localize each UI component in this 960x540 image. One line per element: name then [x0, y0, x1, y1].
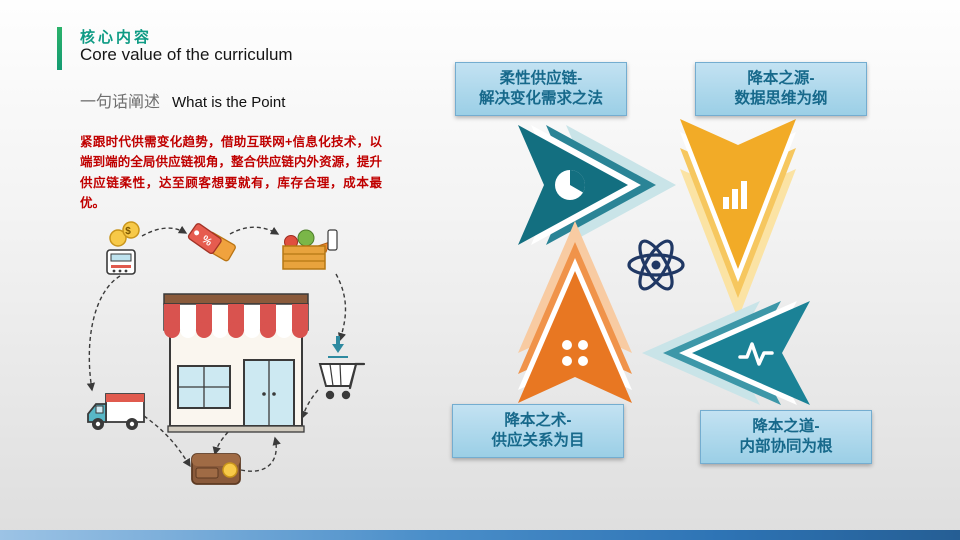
page-title-en: Core value of the curriculum	[80, 45, 293, 64]
atom-icon	[627, 239, 685, 291]
intro-label-en: What is the Point	[172, 94, 286, 111]
diagram-label-cost-way: 降本之道- 内部协同为根	[700, 410, 872, 464]
diagram-label-cost-technique: 降本之术- 供应关系为目	[452, 404, 624, 458]
label-line2: 数据思维为纲	[734, 90, 828, 107]
label-line2: 解决变化需求之法	[478, 90, 603, 107]
pie-chart-icon	[555, 170, 586, 200]
diagram-label-flexible-supply-chain: 柔性供应链- 解决变化需求之法	[455, 62, 627, 116]
bottom-accent-bar	[0, 530, 960, 540]
label-line1: 降本之术-	[504, 411, 572, 429]
accent-bar	[57, 27, 62, 70]
arrow-left-teal	[642, 301, 810, 405]
awning-scallops	[164, 322, 308, 338]
arrow-down-yellow	[680, 119, 796, 319]
price-tag-icon: %	[187, 223, 236, 262]
supply-chain-illustration: $ %	[86, 221, 366, 485]
svg-text:$: $	[125, 226, 131, 237]
intro-label-zh: 一句话阐述	[80, 94, 161, 111]
body-paragraph: 紧跟时代供需变化趋势，借助互联网+信息化技术，以端到端的全局供应链视角，整合供应…	[80, 135, 382, 210]
coins-icon: $	[109, 221, 140, 247]
diagram-label-cost-source: 降本之源- 数据思维为纲	[695, 62, 867, 116]
label-line1: 降本之源-	[747, 69, 815, 87]
grocery-basket-icon	[282, 229, 338, 270]
delivery-truck-icon	[87, 393, 145, 430]
bar-chart-icon	[723, 181, 747, 209]
page-title-zh: 核心内容	[80, 29, 153, 46]
wallet-icon	[191, 453, 241, 485]
label-line1: 降本之道-	[752, 417, 820, 435]
label-line1: 柔性供应链-	[499, 69, 583, 87]
dots-icon	[562, 340, 588, 366]
shopping-cart-icon	[318, 336, 366, 400]
label-line2: 供应关系为目	[491, 432, 585, 449]
label-line2: 内部协同为根	[739, 438, 833, 455]
wave-icon	[738, 342, 774, 366]
arrow-diagram	[518, 119, 810, 405]
intro-line: 一句话阐述 What is the Point	[80, 88, 285, 112]
storefront-icon	[163, 293, 309, 433]
arrow-right-teal	[518, 125, 676, 245]
card-reader-icon	[106, 249, 136, 275]
arrow-up-orange	[518, 221, 632, 403]
